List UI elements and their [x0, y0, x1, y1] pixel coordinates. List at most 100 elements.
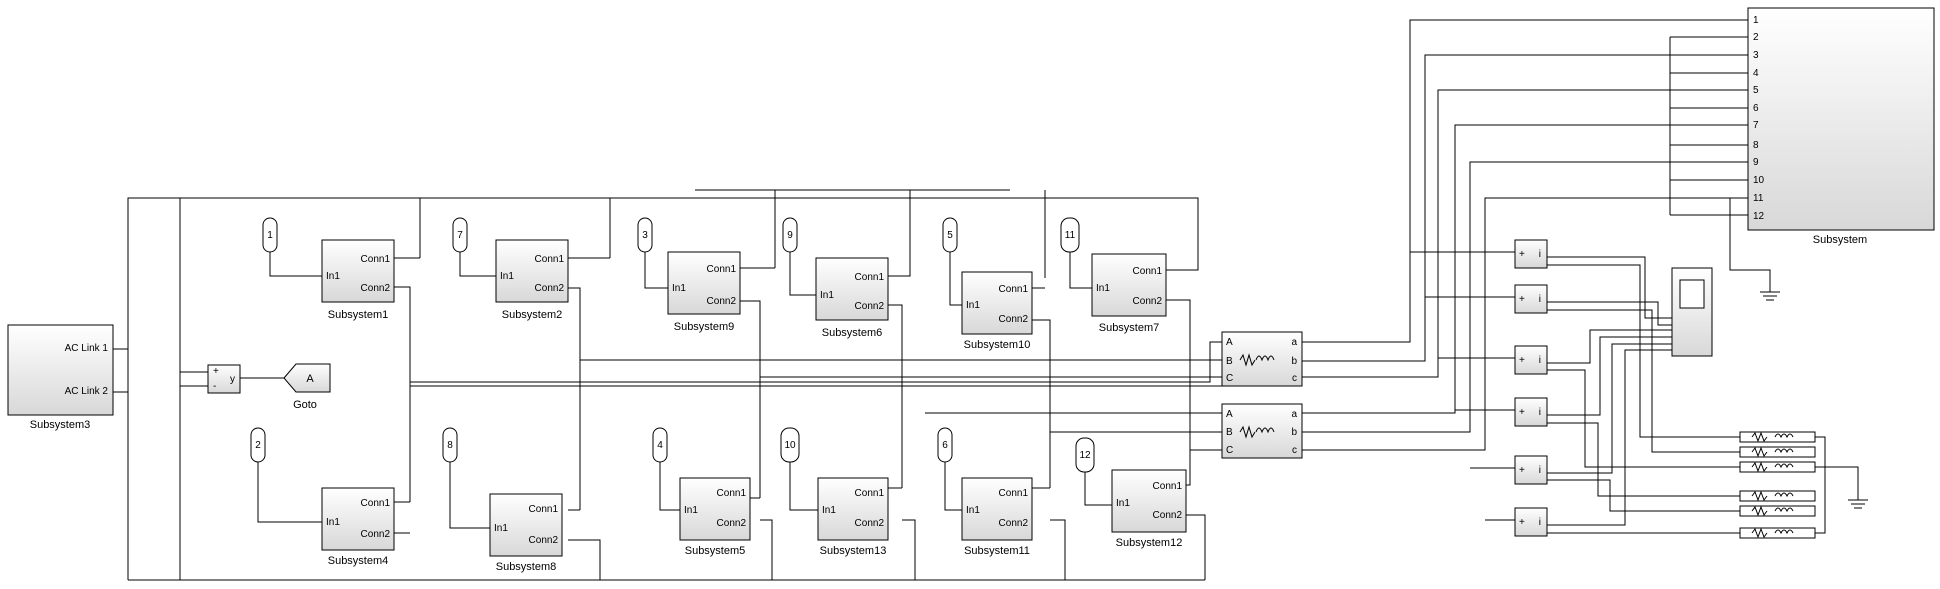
constant-12[interactable]: 12 [1075, 437, 1095, 473]
constant-8[interactable]: 8 [442, 427, 458, 463]
svg-text:In1: In1 [500, 271, 514, 282]
svg-text:7: 7 [457, 230, 463, 241]
subsystem-7[interactable]: Conn1 Conn2 In1 Subsystem7 [1091, 253, 1167, 334]
svg-text:b: b [1291, 356, 1297, 367]
svg-text:Conn1: Conn1 [999, 284, 1029, 295]
svg-text:12: 12 [1753, 211, 1765, 222]
rl-load-6[interactable] [1739, 527, 1816, 539]
svg-text:Subsystem7: Subsystem7 [1099, 322, 1160, 334]
constant-1[interactable]: 1 [262, 217, 278, 253]
svg-text:Subsystem10: Subsystem10 [964, 339, 1031, 351]
svg-text:6: 6 [942, 440, 948, 451]
svg-text:In1: In1 [494, 523, 508, 534]
svg-text:In1: In1 [326, 271, 340, 282]
transformer-1[interactable]: A B C a b c [1221, 331, 1303, 387]
subsystem-9[interactable]: Conn1 Conn2 In1 Subsystem9 [667, 251, 741, 333]
current-meas-3[interactable]: +i [1514, 345, 1548, 375]
svg-text:Conn2: Conn2 [535, 283, 565, 294]
svg-text:5: 5 [947, 230, 953, 241]
svg-text:Subsystem6: Subsystem6 [822, 327, 883, 339]
constant-5[interactable]: 5 [942, 217, 958, 253]
svg-text:i: i [1539, 294, 1541, 305]
constant-10[interactable]: 10 [780, 427, 800, 463]
constant-9[interactable]: 9 [782, 217, 798, 253]
svg-text:Conn2: Conn2 [855, 518, 885, 529]
rl-load-4[interactable] [1739, 490, 1816, 502]
current-meas-5[interactable]: +i [1514, 455, 1548, 485]
svg-text:+: + [1519, 355, 1525, 366]
constant-4[interactable]: 4 [652, 427, 668, 463]
winding-icon [1239, 353, 1275, 367]
big-subsystem[interactable]: 1 2 3 4 5 6 7 8 9 10 11 12 Subsystem [1747, 7, 1935, 246]
svg-text:In1: In1 [672, 283, 686, 294]
svg-text:Conn2: Conn2 [361, 283, 391, 294]
subsystem-13[interactable]: Conn1 Conn2 In1 Subsystem13 [817, 477, 889, 557]
svg-text:A: A [1226, 337, 1233, 348]
subsystem-10[interactable]: Conn1 Conn2 In1 Subsystem10 [961, 271, 1033, 351]
svg-text:a: a [1291, 409, 1297, 420]
svg-text:Conn1: Conn1 [1133, 266, 1163, 277]
goto-block[interactable]: A Goto [283, 363, 331, 411]
constant-blocks: 1 7 3 9 5 11 2 8 4 10 6 12 [250, 217, 1095, 473]
transformer-2[interactable]: A B C a b c [1221, 403, 1303, 459]
svg-text:B: B [1226, 427, 1233, 438]
svg-text:5: 5 [1753, 85, 1759, 96]
svg-text:3: 3 [642, 230, 648, 241]
svg-text:i: i [1539, 407, 1541, 418]
big-subsystem-label: Subsystem [1813, 234, 1867, 246]
svg-text:Subsystem1: Subsystem1 [328, 309, 389, 321]
rl-load-5[interactable] [1739, 505, 1816, 517]
svg-text:Conn1: Conn1 [1153, 481, 1183, 492]
goto-label: Goto [293, 399, 317, 411]
subsystem-1[interactable]: Conn1 Conn2 In1 Subsystem1 [321, 239, 395, 321]
constant-3[interactable]: 3 [637, 217, 653, 253]
svg-text:Subsystem5: Subsystem5 [685, 545, 746, 557]
subsystem-6[interactable]: Conn1 Conn2 In1 Subsystem6 [815, 257, 889, 339]
sum-minus-sign: - [213, 381, 216, 392]
svg-text:Subsystem13: Subsystem13 [820, 545, 887, 557]
svg-text:i: i [1539, 517, 1541, 528]
current-meas-2[interactable]: +i [1514, 284, 1548, 314]
svg-text:i: i [1539, 249, 1541, 260]
subsystem-12[interactable]: Conn1 Conn2 In1 Subsystem12 [1111, 469, 1187, 549]
svg-text:In1: In1 [822, 505, 836, 516]
svg-text:a: a [1291, 337, 1297, 348]
svg-text:11: 11 [1065, 230, 1076, 241]
current-measurements: +i +i +i +i +i +i [1514, 239, 1548, 537]
svg-text:Conn1: Conn1 [999, 488, 1029, 499]
svg-text:Subsystem12: Subsystem12 [1116, 537, 1183, 549]
current-meas-1[interactable]: +i [1514, 239, 1548, 269]
svg-text:Subsystem4: Subsystem4 [328, 555, 389, 567]
constant-6[interactable]: 6 [937, 427, 953, 463]
source-subsystem[interactable]: AC Link 1 AC Link 2 Subsystem3 [7, 324, 114, 431]
current-meas-4[interactable]: +i [1514, 397, 1548, 427]
constant-11[interactable]: 11 [1060, 217, 1080, 253]
svg-text:1: 1 [267, 230, 273, 241]
subsystem-11[interactable]: Conn1 Conn2 In1 Subsystem11 [961, 477, 1033, 557]
subsystem-2[interactable]: Conn1 Conn2 In1 Subsystem2 [495, 239, 569, 321]
sum-plus-sign: + [213, 366, 219, 377]
current-meas-6[interactable]: +i [1514, 507, 1548, 537]
subsystem-5[interactable]: Conn1 Conn2 In1 Subsystem5 [679, 477, 751, 557]
rl-load-2[interactable] [1739, 446, 1816, 458]
constant-7[interactable]: 7 [452, 217, 468, 253]
svg-text:4: 4 [657, 440, 663, 451]
rl-load-1[interactable] [1739, 431, 1816, 443]
source-subsystem-label: Subsystem3 [30, 419, 91, 431]
rl-loads [1739, 431, 1816, 539]
subsystem-4[interactable]: Conn1 Conn2 In1 Subsystem4 [321, 487, 395, 567]
scope-block[interactable] [1671, 267, 1713, 357]
sum-block[interactable]: + - y [207, 364, 241, 394]
sum-output-label: y [230, 374, 235, 385]
rl-load-3[interactable] [1739, 461, 1816, 473]
svg-text:c: c [1292, 445, 1297, 456]
constant-2[interactable]: 2 [250, 427, 266, 463]
svg-text:Conn2: Conn2 [1133, 296, 1163, 307]
svg-text:Conn1: Conn1 [529, 504, 559, 515]
svg-text:b: b [1291, 427, 1297, 438]
subsystem-8[interactable]: Conn1 Conn2 In1 Subsystem8 [489, 493, 563, 573]
svg-text:c: c [1292, 373, 1297, 384]
svg-text:2: 2 [255, 440, 261, 451]
svg-text:B: B [1226, 356, 1233, 367]
